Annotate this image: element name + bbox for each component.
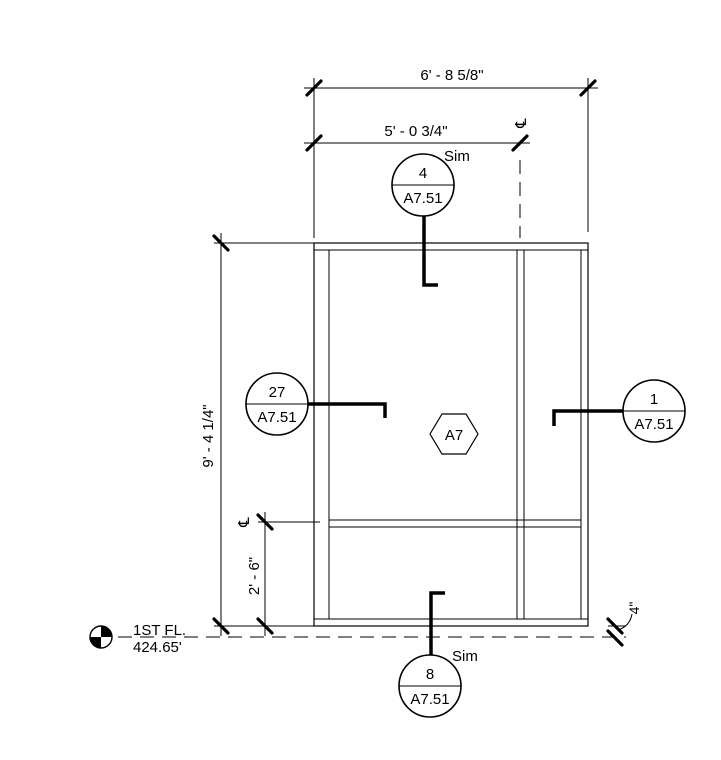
- level-line: 1ST FL. 424.65': [89, 622, 626, 656]
- partial-width-dimension: 5' - 0 3/4" ℄: [304, 118, 530, 238]
- section-cut-left: [308, 402, 387, 418]
- hexagon-tag-icon: [429, 413, 479, 455]
- overall-height-dimension: 9' - 4 1/4": [200, 233, 314, 636]
- partial-width-label: 5' - 0 3/4": [384, 123, 447, 140]
- section-number-left: 27: [269, 384, 286, 401]
- section-callout-left[interactable]: 27 A7.51: [245, 372, 387, 436]
- overall-width-dimension: 6' - 8 5/8": [304, 67, 598, 238]
- section-sheet-top: A7.51: [403, 190, 442, 207]
- section-callout-top[interactable]: 4 A7.51 Sim: [391, 148, 470, 287]
- level-name: 1ST FL.: [133, 622, 186, 639]
- overall-height-label: 9' - 4 1/4": [200, 404, 217, 467]
- window-type-label: A7: [445, 427, 463, 444]
- centerline-symbol-left: ℄: [236, 517, 253, 528]
- section-number-right: 1: [650, 391, 658, 408]
- section-note-bottom: Sim: [452, 648, 478, 665]
- section-callout-right[interactable]: 1 A7.51: [552, 379, 686, 443]
- offset-dimension: 4": [606, 602, 642, 647]
- centerline-symbol-top: ℄: [513, 118, 530, 129]
- frame-outer: [313, 242, 589, 627]
- section-cut-top: [422, 210, 438, 287]
- section-number-top: 4: [419, 165, 427, 182]
- section-cut-bottom: [429, 591, 445, 655]
- level-elevation: 424.65': [133, 639, 182, 656]
- offset-label: 4": [626, 602, 642, 615]
- section-callout-bottom[interactable]: 8 A7.51 Sim: [398, 591, 478, 718]
- section-number-bottom: 8: [426, 666, 434, 683]
- level-target-icon: [89, 625, 113, 649]
- lower-height-label: 2' - 6": [246, 557, 263, 595]
- section-note-top: Sim: [444, 148, 470, 165]
- frame-elevation: [313, 242, 589, 627]
- section-sheet-left: A7.51: [257, 409, 296, 426]
- section-sheet-right: A7.51: [634, 416, 673, 433]
- section-cut-right: [552, 409, 623, 426]
- overall-width-label: 6' - 8 5/8": [420, 67, 483, 84]
- window-type-tag[interactable]: A7: [429, 413, 479, 455]
- section-sheet-bottom: A7.51: [410, 691, 449, 708]
- lower-height-dimension: 2' - 6" ℄: [236, 512, 320, 636]
